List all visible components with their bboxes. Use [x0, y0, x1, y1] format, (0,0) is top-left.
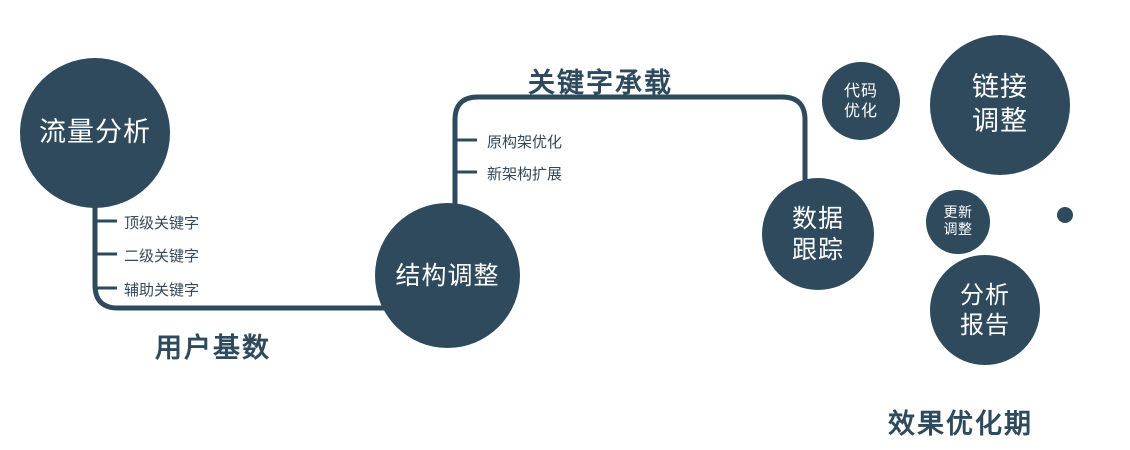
node-structure-adjustment-label: 结构调整 [395, 260, 500, 290]
node-data-tracking-label: 数据 跟踪 [791, 203, 844, 264]
node-code-optimization: 代码 优化 [822, 62, 900, 140]
branch-label-top-keywords: 顶级关键字 [124, 214, 200, 232]
node-update-adjustment: 更新 调整 [926, 190, 990, 254]
branch-label-auxiliary-keywords: 辅助关键字 [124, 281, 200, 299]
node-link-adjustment: 链接 调整 [930, 35, 1070, 175]
node-traffic-analysis: 流量分析 [20, 58, 170, 208]
node-analysis-report-label: 分析 报告 [960, 281, 1010, 339]
connector-traffic-structure [92, 130, 447, 311]
node-traffic-analysis-label: 流量分析 [39, 117, 151, 149]
small-dot-marker [1057, 207, 1073, 223]
edge-label-keyword-carry: 关键字承载 [528, 68, 673, 99]
node-code-optimization-label: 代码 优化 [843, 81, 878, 120]
node-analysis-report: 分析 报告 [930, 255, 1040, 365]
connector-structure-datatracking [452, 94, 808, 275]
edge-label-user-base: 用户基数 [155, 333, 271, 364]
branch-label-secondary-keywords: 二级关键字 [124, 247, 200, 265]
node-link-adjustment-label: 链接 调整 [972, 72, 1028, 137]
branch-label-new-architecture: 新架构扩展 [487, 165, 563, 183]
branch-label-original-architecture: 原构架优化 [487, 133, 563, 151]
node-update-adjustment-label: 更新 调整 [943, 204, 973, 239]
caption-effect-optimization: 效果优化期 [888, 409, 1033, 440]
node-data-tracking: 数据 跟踪 [762, 178, 874, 290]
node-structure-adjustment: 结构调整 [375, 203, 520, 348]
